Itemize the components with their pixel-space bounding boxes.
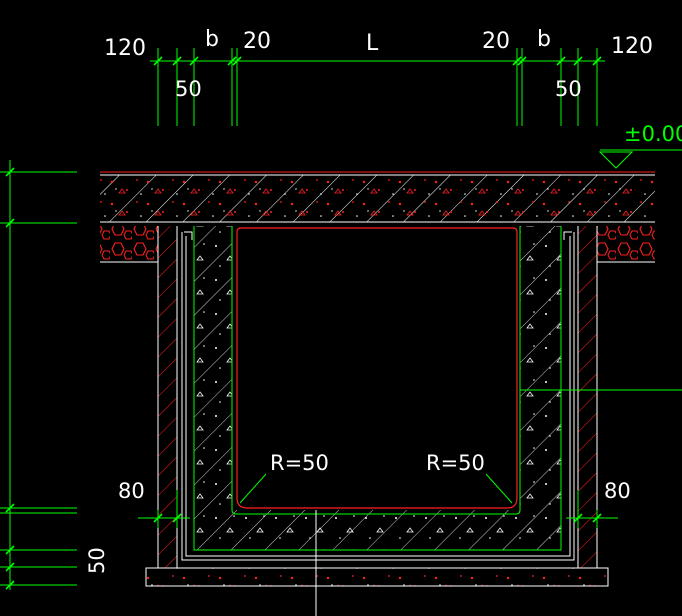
dim-right-b: b: [537, 27, 551, 52]
radius-right-label: R=50: [426, 451, 485, 475]
base-slab: [145, 567, 609, 587]
dim-left-wall: 120: [104, 36, 146, 61]
level-marker: ±0.000: [598, 122, 682, 169]
inner-channel: [231, 226, 521, 515]
side-right-label: 80: [604, 479, 631, 503]
dim-right-lining: 50: [555, 77, 582, 101]
radius-left-label: R=50: [270, 451, 329, 475]
dim-vertical-bottom: 50: [85, 547, 109, 574]
side-left-dimension: [138, 490, 190, 528]
dim-left-lining: 50: [175, 77, 202, 101]
top-slab: [100, 171, 655, 223]
right-hex-fill: [597, 226, 655, 263]
radius-right-annotation: R=50: [426, 451, 513, 504]
dim-right-wall: 120: [611, 34, 653, 59]
left-dimension-chain: [0, 160, 77, 590]
left-hex-fill: [100, 226, 158, 263]
radius-left-annotation: R=50: [239, 451, 329, 504]
dim-left-b: b: [205, 27, 219, 52]
level-label: ±0.000: [624, 122, 682, 146]
dim-span-L: L: [366, 31, 379, 56]
top-dimension-chain: [150, 48, 605, 126]
right-outer-wall: [577, 226, 598, 568]
inner-lining: [181, 226, 575, 561]
side-right-dimension: [566, 490, 618, 528]
dim-right-gap: 20: [482, 29, 510, 54]
left-outer-wall: [157, 226, 178, 568]
dim-left-gap: 20: [243, 29, 271, 54]
side-left-label: 80: [118, 479, 145, 503]
